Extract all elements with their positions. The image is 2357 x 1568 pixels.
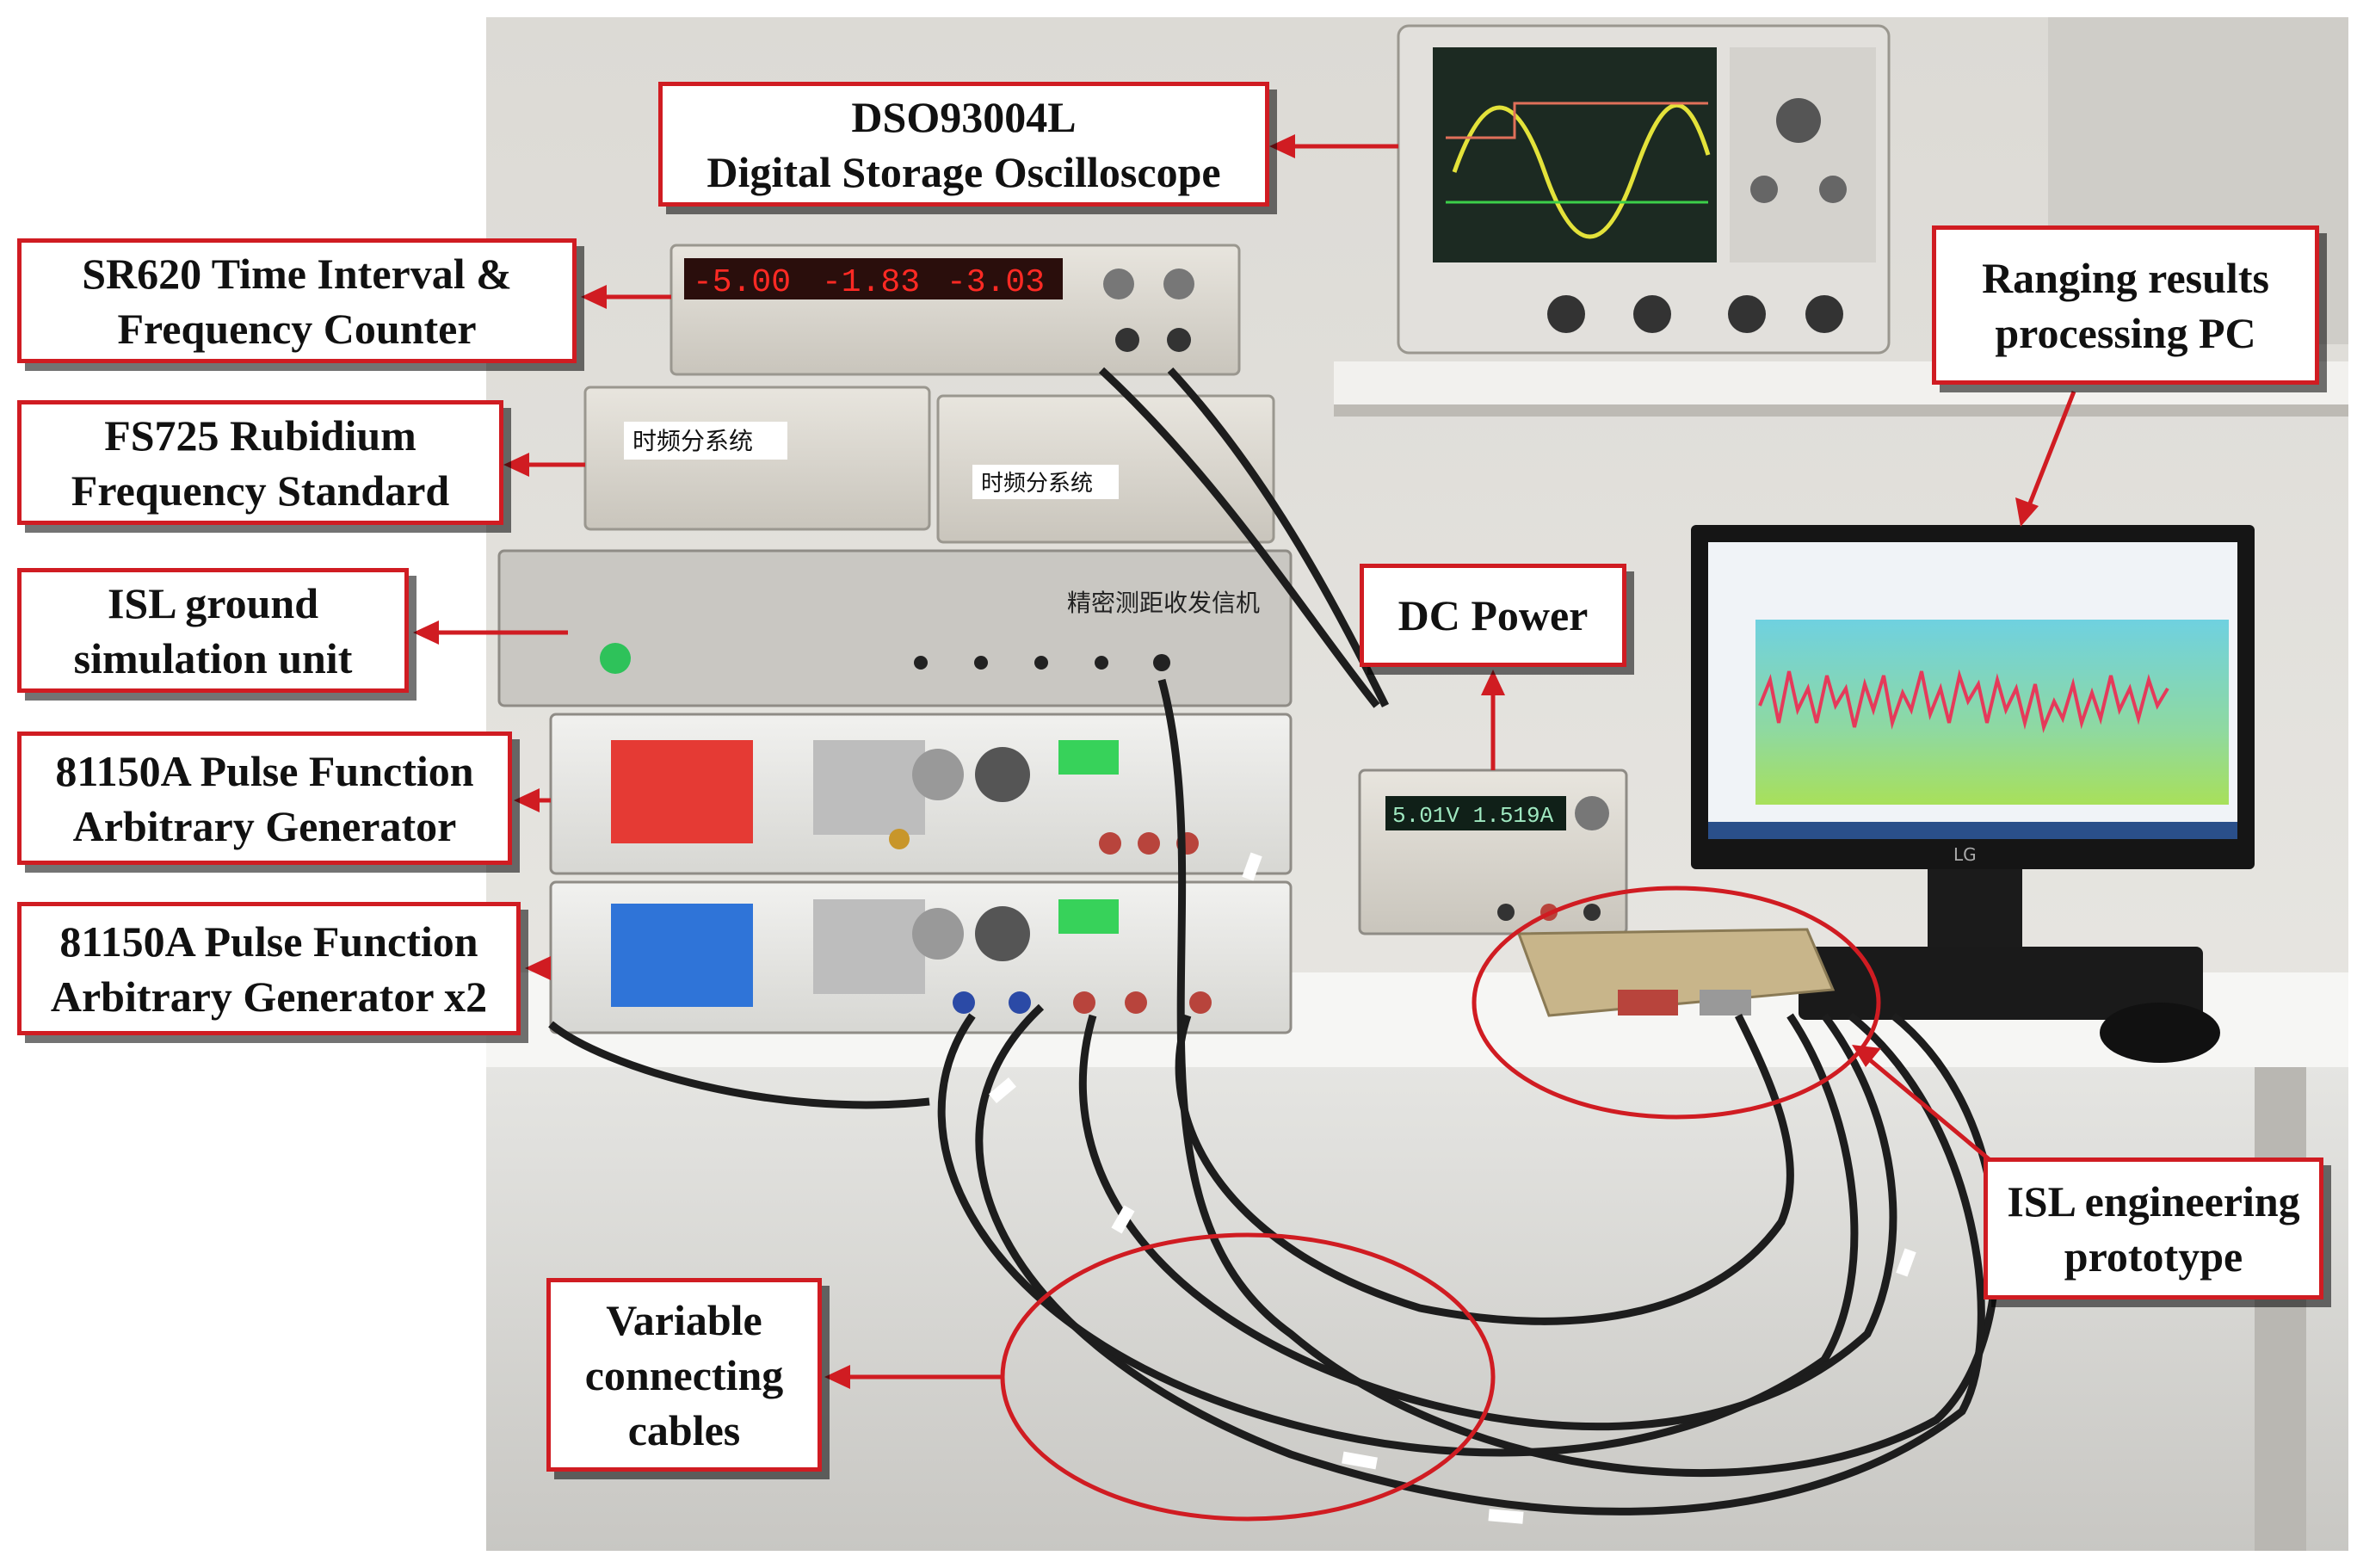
- generator2-callout-line2: Arbitrary Generator x2: [50, 972, 488, 1021]
- generator1-callout-line2: Arbitrary Generator: [72, 801, 457, 850]
- cables-callout-line1: Variable: [606, 1295, 762, 1344]
- oscilloscope: [1397, 24, 1891, 355]
- counter-readout-3: -3.03: [947, 264, 1045, 301]
- shelf-edge: [1334, 404, 2348, 417]
- pc-callout-line1: Ranging results: [1982, 253, 2269, 302]
- pc-callout: Ranging results processing PC: [1932, 225, 2319, 385]
- cables-callout-line2: connecting: [584, 1350, 784, 1399]
- keyboard: [1799, 947, 2203, 1020]
- counter-callout-line1: SR620 Time Interval &: [82, 249, 512, 298]
- dc-power-supply: 5.01V 1.519A: [1358, 769, 1628, 935]
- mouse: [2100, 1003, 2220, 1063]
- pc-callout-line2: processing PC: [1995, 308, 2256, 357]
- time-interval-counter: -5.00 -1.83 -3.03: [669, 244, 1241, 376]
- rubidium-label-2: 时频分系统: [981, 471, 1093, 497]
- prototype-callout-line1: ISL engineering: [2007, 1176, 2300, 1225]
- oscilloscope-callout-line2: Digital Storage Oscilloscope: [706, 147, 1221, 196]
- counter-readout-2: -1.83: [822, 264, 920, 301]
- rubidium-callout-line2: Frequency Standard: [71, 466, 450, 515]
- generator2-callout: 81150A Pulse Function Arbitrary Generato…: [17, 902, 521, 1035]
- cables-callout-line3: cables: [627, 1405, 741, 1454]
- dc-power-callout-line1: DC Power: [1398, 591, 1589, 639]
- ground-unit-callout: ISL ground simulation unit: [17, 568, 409, 693]
- oscilloscope-callout-line1: DSO93004L: [851, 92, 1077, 141]
- desk-leg: [2255, 1067, 2306, 1551]
- rubidium-callout: FS725 Rubidium Frequency Standard: [17, 400, 503, 525]
- pulse-generator-1: [549, 713, 1293, 875]
- cables-callout: Variable connecting cables: [546, 1278, 822, 1472]
- monitor-brand: LG: [1953, 844, 1977, 865]
- pulse-generator-2: [549, 880, 1293, 1034]
- ground-simulation-unit: 精密测距收发信机: [497, 549, 1293, 707]
- generator2-callout-line1: 81150A Pulse Function: [59, 917, 478, 966]
- rubidium-label-1: 时频分系统: [632, 427, 753, 455]
- pc-monitor: LG: [1691, 525, 2255, 947]
- ground-unit-callout-line1: ISL ground: [107, 578, 319, 627]
- generator1-callout-line1: 81150A Pulse Function: [55, 746, 474, 795]
- prototype-callout-line2: prototype: [2064, 1232, 2243, 1281]
- dc-readout: 5.01V 1.519A: [1392, 803, 1554, 829]
- counter-callout-line2: Frequency Counter: [117, 304, 477, 353]
- counter-readout-1: -5.00: [693, 264, 791, 301]
- oscilloscope-callout: DSO93004L Digital Storage Oscilloscope: [658, 82, 1269, 207]
- ground-unit-label: 精密测距收发信机: [1067, 589, 1260, 617]
- generator1-callout: 81150A Pulse Function Arbitrary Generato…: [17, 732, 512, 865]
- ground-unit-callout-line2: simulation unit: [73, 633, 353, 682]
- rubidium-standard: 时频分系统 时频分系统: [583, 386, 1275, 544]
- prototype-callout: ISL engineering prototype: [1984, 1157, 2323, 1299]
- counter-callout: SR620 Time Interval & Frequency Counter: [17, 238, 577, 363]
- dc-power-callout: DC Power: [1360, 564, 1626, 667]
- rubidium-callout-line1: FS725 Rubidium: [104, 411, 416, 460]
